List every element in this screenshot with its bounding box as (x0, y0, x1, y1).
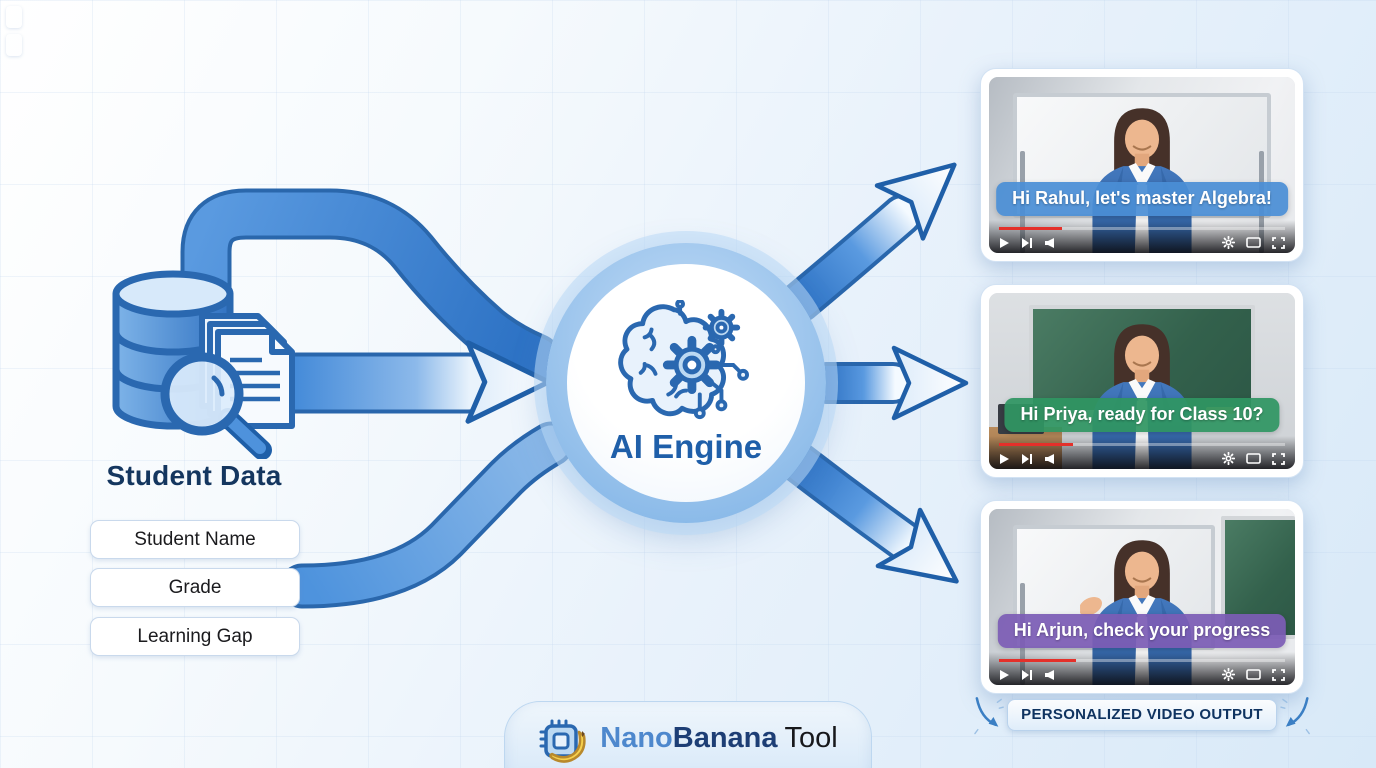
brain-gears-icon (618, 300, 749, 420)
video-controls (989, 220, 1295, 253)
play-icon[interactable] (999, 669, 1010, 681)
fullscreen-icon[interactable] (1272, 668, 1285, 681)
video-controls (989, 436, 1295, 469)
video-card-1: Hi Rahul, let's master Algebra! (980, 68, 1304, 262)
play-icon[interactable] (999, 453, 1010, 465)
ai-engine-node: AI Engine (546, 243, 826, 523)
pip-icon[interactable] (1246, 237, 1261, 248)
video-caption: Hi Rahul, let's master Algebra! (996, 182, 1288, 216)
fullscreen-icon[interactable] (1272, 236, 1285, 249)
decor-chip (6, 6, 22, 28)
settings-icon[interactable] (1222, 236, 1235, 249)
hand-gesture (1080, 597, 1102, 616)
volume-icon[interactable] (1044, 669, 1056, 681)
progress-bar[interactable] (999, 227, 1285, 230)
pip-icon[interactable] (1246, 669, 1261, 680)
magnifier-icon (160, 352, 272, 459)
brand-part-banana: Banana (672, 721, 778, 754)
fullscreen-icon[interactable] (1272, 452, 1285, 465)
field-grade: Grade (90, 568, 300, 607)
play-icon[interactable] (999, 237, 1010, 249)
video-card-3: Hi Arjun, check your progress (980, 500, 1304, 694)
volume-icon[interactable] (1044, 453, 1056, 465)
engine-label: AI Engine (609, 428, 763, 465)
presenter-avatar (1080, 539, 1193, 685)
field-student-name: Student Name (90, 520, 300, 559)
progress-bar[interactable] (999, 659, 1285, 662)
settings-icon[interactable] (1222, 668, 1235, 681)
volume-icon[interactable] (1044, 237, 1056, 249)
progress-bar[interactable] (999, 443, 1285, 446)
video-card-2: Hi Priya, ready for Class 10? (980, 284, 1304, 478)
curved-arrow-left-icon (974, 697, 1004, 735)
field-learning-gap: Learning Gap (90, 617, 300, 656)
video-caption: Hi Priya, ready for Class 10? (1004, 398, 1280, 432)
input-title: Student Data (106, 460, 282, 491)
gear-icon (662, 335, 721, 395)
curved-arrow-right-icon (1280, 697, 1310, 735)
brand-part-tool: Tool (784, 721, 838, 754)
output-label-row: PERSONALIZED VIDEO OUTPUT (972, 694, 1312, 736)
chip-banana-icon (539, 719, 586, 763)
gear-icon (702, 308, 741, 347)
decor-chip (6, 34, 22, 56)
brand-part-nano: Nano (600, 721, 673, 754)
next-icon[interactable] (1021, 453, 1033, 465)
settings-icon[interactable] (1222, 452, 1235, 465)
next-icon[interactable] (1021, 237, 1033, 249)
video-controls (989, 652, 1295, 685)
circuit-icon (675, 300, 749, 420)
output-label: PERSONALIZED VIDEO OUTPUT (1007, 699, 1277, 731)
banana-icon (549, 730, 586, 763)
pip-icon[interactable] (1246, 453, 1261, 464)
database-icon (112, 270, 295, 459)
video-caption: Hi Arjun, check your progress (997, 614, 1287, 648)
next-icon[interactable] (1021, 669, 1033, 681)
